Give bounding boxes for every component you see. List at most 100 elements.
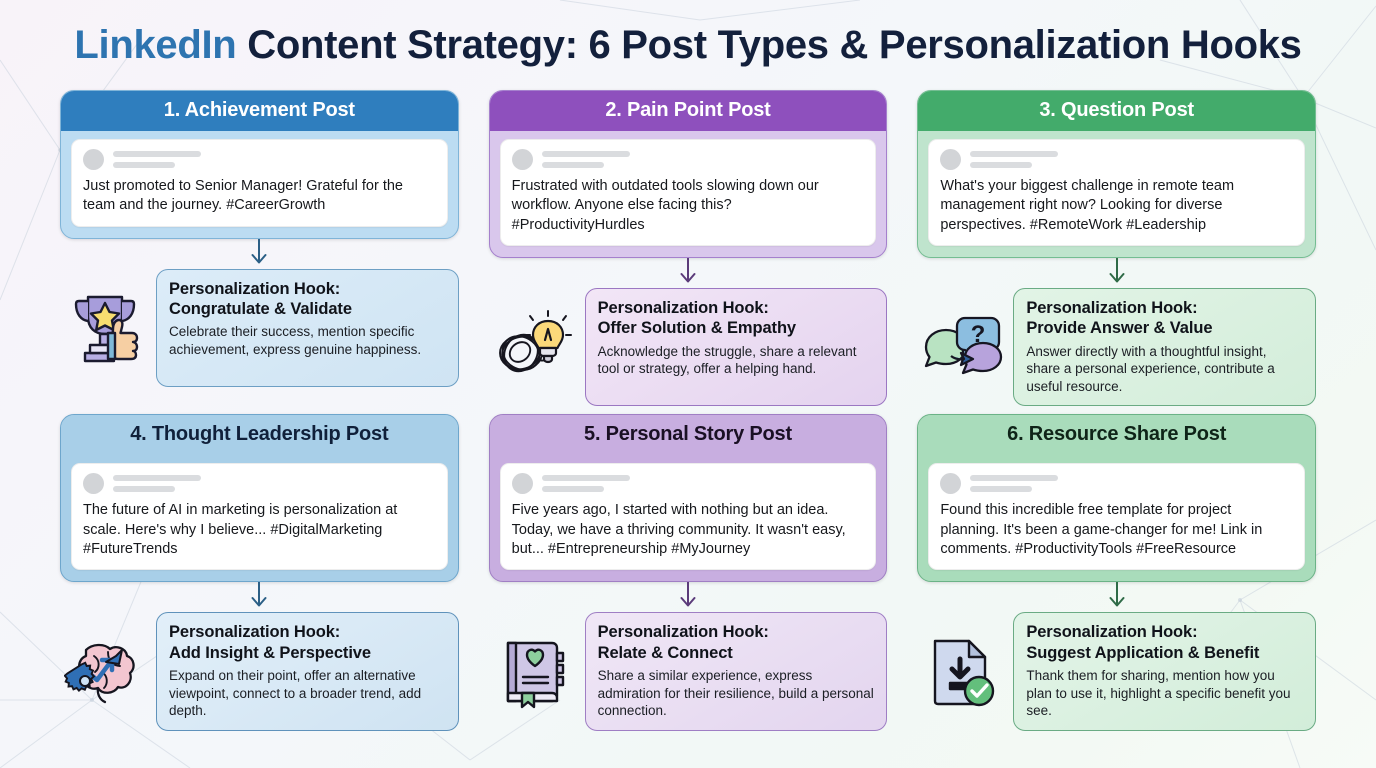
hook-title-1: Personalization Hook: Congratulate & Val… (169, 279, 446, 320)
skeleton-bar-name (541, 475, 630, 482)
skeleton-bar-meta (541, 162, 604, 168)
hook-label-1: Personalization Hook: (169, 279, 341, 298)
hook-name-4: Add Insight & Perspective (169, 643, 371, 662)
hook-label-6: Personalization Hook: (1026, 623, 1198, 642)
post-card-1[interactable]: 1. Achievement Post Just promoted to Sen… (60, 90, 459, 239)
post-card-3-body: What's your biggest challenge in remote … (918, 131, 1315, 257)
connector-arrow-1 (60, 238, 459, 269)
post-author-skeleton (940, 473, 1293, 495)
avatar (83, 149, 104, 170)
hook-label-2: Personalization Hook: (597, 298, 769, 317)
post-author-skeleton (83, 149, 436, 170)
skeleton-bar-name (970, 151, 1059, 157)
post-preview-6: Found this incredible free template for … (928, 463, 1305, 571)
post-author-skeleton (940, 149, 1293, 170)
page-title-rest: Content Strategy: 6 Post Types & Persona… (236, 23, 1302, 67)
card-column-pain-point: 2. Pain Point Post Frustrated with outda… (488, 90, 888, 406)
hook-title-4: Personalization Hook: Add Insight & Pers… (169, 622, 446, 663)
hook-title-2: Personalization Hook: Offer Solution & E… (598, 298, 875, 339)
card-column-personal-story: 5. Personal Story Post Five years ago, I… (488, 414, 888, 731)
hook-row-1: Personalization Hook: Congratulate & Val… (60, 268, 459, 387)
hook-desc-6: Thank them for sharing, mention how you … (1026, 668, 1291, 719)
post-author-skeleton (511, 473, 865, 495)
skeleton-bars (970, 475, 1059, 493)
post-card-6[interactable]: 6. Resource Share Post Found this incred… (917, 414, 1316, 583)
card-column-question: 3. Question Post What's your biggest cha… (917, 90, 1316, 407)
hook-row-4: Personalization Hook: Add Insight & Pers… (60, 612, 459, 731)
post-text-3: What's your biggest challenge in remote … (940, 178, 1235, 233)
post-card-2[interactable]: 2. Pain Point Post Frustrated with outda… (488, 90, 888, 258)
hook-row-2: Personalization Hook: Offer Solution & E… (489, 287, 888, 406)
hook-desc-4: Expand on their point, offer an alternat… (169, 668, 422, 719)
hook-label-4: Personalization Hook: (169, 623, 341, 642)
connector-arrow-2 (489, 257, 888, 288)
page-title: LinkedIn Content Strategy: 6 Post Types … (60, 22, 1316, 68)
skeleton-bars (113, 475, 201, 493)
card-column-thought-leadership: 4. Thought Leadership Post The future of… (60, 414, 459, 731)
hook-title-6: Personalization Hook: Suggest Applicatio… (1026, 622, 1303, 663)
post-card-4[interactable]: 4. Thought Leadership Post The future of… (60, 414, 459, 583)
journal-heart-icon (489, 633, 581, 711)
avatar (940, 149, 962, 170)
skeleton-bar-name (113, 475, 201, 482)
post-card-5-body: Five years ago, I started with nothing b… (490, 455, 887, 581)
post-preview-4: The future of AI in marketing is persona… (71, 463, 448, 571)
post-card-6-header: 6. Resource Share Post (918, 415, 1315, 456)
svg-text:?: ? (971, 321, 986, 348)
post-preview-5: Five years ago, I started with nothing b… (499, 463, 877, 571)
skeleton-bars (541, 151, 630, 168)
post-card-4-header: 4. Thought Leadership Post (61, 415, 458, 456)
skeleton-bar-meta (113, 486, 175, 493)
post-card-3[interactable]: 3. Question Post What's your biggest cha… (917, 90, 1316, 258)
hook-box-4: Personalization Hook: Add Insight & Pers… (156, 612, 459, 731)
hook-box-3: Personalization Hook: Provide Answer & V… (1013, 287, 1316, 407)
post-preview-3: What's your biggest challenge in remote … (928, 139, 1305, 246)
connector-arrow-4 (60, 582, 459, 612)
post-card-2-header: 2. Pain Point Post (489, 91, 887, 131)
post-card-4-body: The future of AI in marketing is persona… (61, 455, 458, 581)
brain-gear-growth-icon (60, 634, 152, 710)
connector-arrow-6 (917, 582, 1316, 612)
hook-box-5: Personalization Hook: Relate & Connect S… (584, 612, 888, 731)
avatar (511, 149, 533, 170)
hook-name-6: Suggest Application & Benefit (1026, 643, 1260, 662)
post-card-6-body: Found this incredible free template for … (918, 455, 1315, 581)
skeleton-bars (113, 151, 201, 168)
tangle-lightbulb-icon (489, 307, 581, 387)
hook-name-1: Congratulate & Validate (169, 300, 352, 319)
trophy-thumbsup-icon (60, 289, 152, 367)
skeleton-bar-meta (970, 486, 1033, 493)
skeleton-bar-name (970, 475, 1059, 482)
post-card-5[interactable]: 5. Personal Story Post Five years ago, I… (488, 414, 888, 583)
post-preview-1: Just promoted to Senior Manager! Gratefu… (71, 139, 448, 227)
download-document-check-icon (917, 633, 1009, 711)
post-card-2-body: Frustrated with outdated tools slowing d… (490, 131, 887, 257)
cards-grid: 1. Achievement Post Just promoted to Sen… (60, 90, 1316, 731)
post-text-2: Frustrated with outdated tools slowing d… (511, 178, 819, 233)
skeleton-bar-meta (541, 486, 604, 493)
hook-name-2: Offer Solution & Empathy (597, 319, 797, 338)
post-author-skeleton (83, 473, 436, 495)
hook-desc-1: Celebrate their success, mention specifi… (169, 324, 422, 358)
avatar (83, 473, 104, 495)
skeleton-bars (970, 151, 1059, 168)
hook-box-2: Personalization Hook: Offer Solution & E… (584, 287, 888, 406)
post-text-4: The future of AI in marketing is persona… (83, 502, 398, 557)
post-text-6: Found this incredible free template for … (940, 502, 1263, 557)
hook-desc-3: Answer directly with a thoughtful insigh… (1026, 343, 1275, 394)
hook-title-3: Personalization Hook: Provide Answer & V… (1026, 298, 1303, 339)
skeleton-bar-meta (113, 162, 175, 168)
hook-row-6: Personalization Hook: Suggest Applicatio… (917, 612, 1316, 731)
hook-desc-5: Share a similar experience, express admi… (597, 668, 874, 719)
post-card-1-header: 1. Achievement Post (61, 91, 458, 131)
post-card-1-body: Just promoted to Senior Manager! Gratefu… (61, 131, 458, 238)
hook-title-5: Personalization Hook: Relate & Connect (598, 622, 875, 663)
hook-row-3: ? Personalization Hook: Provide Answer &… (917, 287, 1316, 407)
hook-label-5: Personalization Hook: (597, 623, 769, 642)
post-card-5-header: 5. Personal Story Post (489, 415, 887, 456)
card-column-resource-share: 6. Resource Share Post Found this incred… (917, 414, 1316, 731)
post-text-5: Five years ago, I started with nothing b… (511, 502, 846, 557)
hook-name-5: Relate & Connect (597, 643, 733, 662)
avatar (511, 473, 533, 495)
connector-arrow-3 (917, 257, 1316, 288)
